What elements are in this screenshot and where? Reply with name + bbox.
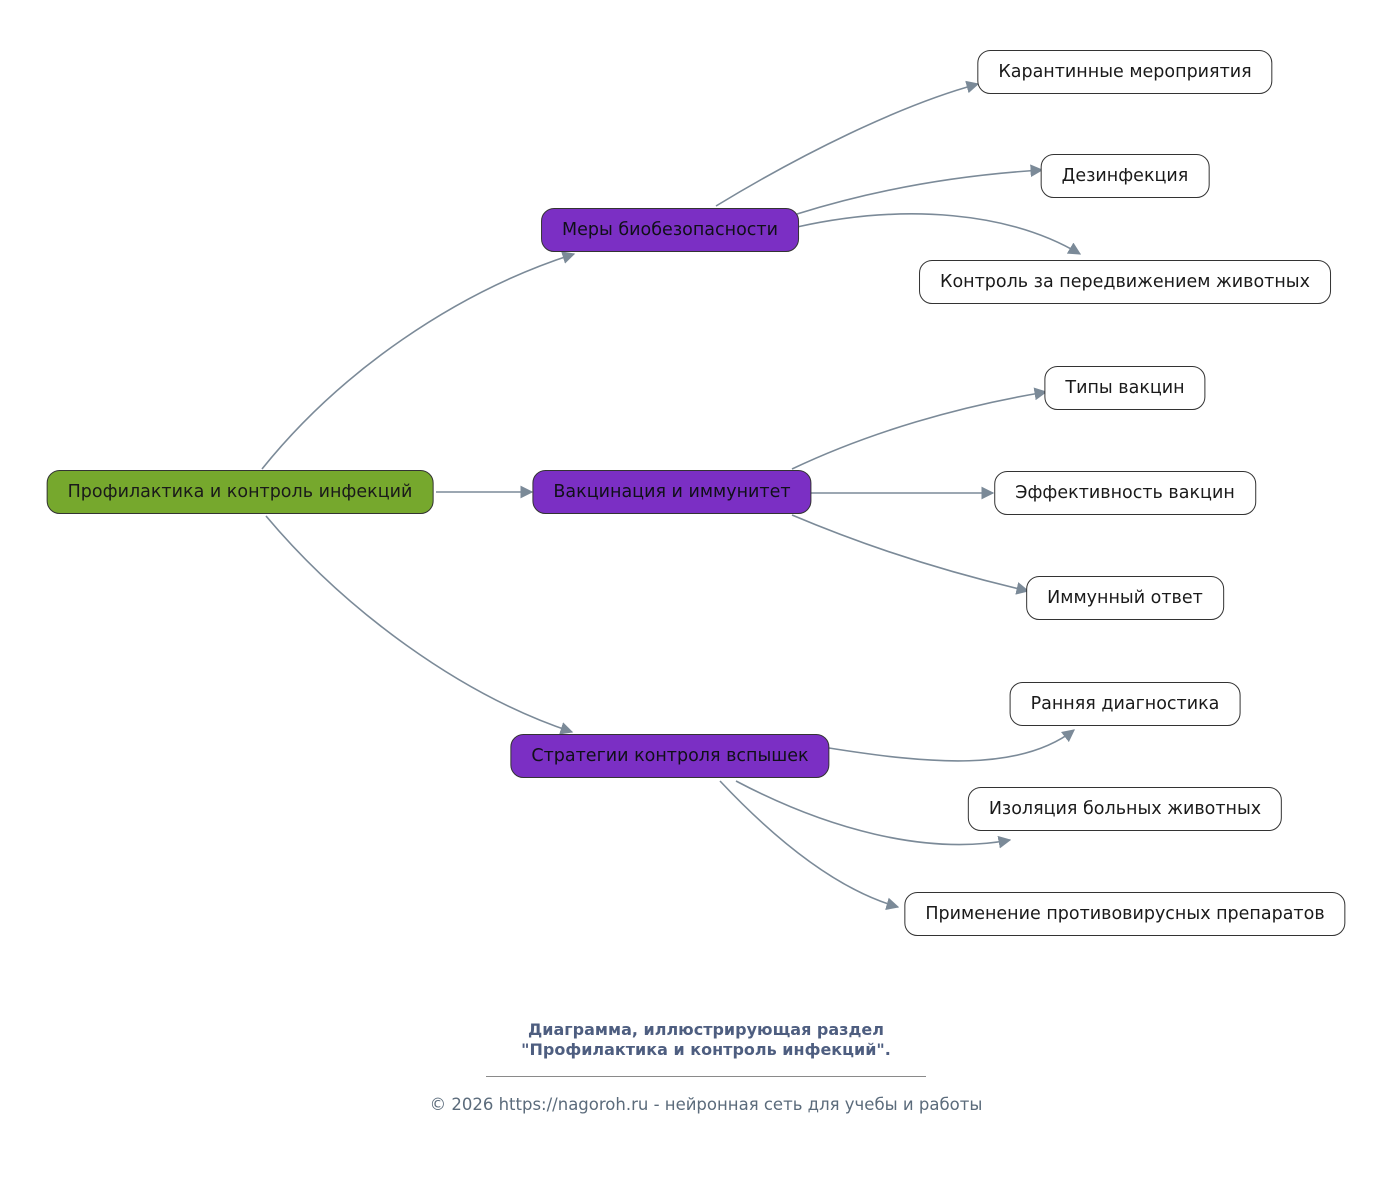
branch-node-biosecurity: Меры биобезопасности [541, 208, 799, 252]
edge-biosecurity-quarantine [715, 80, 980, 207]
leaf-node-animal-movement-control: Контроль за передвижением животных [919, 260, 1331, 304]
leaf-node-isolation-sick-animals: Изоляция больных животных [967, 787, 1283, 831]
edge-root-biosecurity [261, 251, 576, 470]
leaf-node-vaccine-effectiveness: Эффективность вакцин [994, 471, 1256, 515]
edge-vaccination-vaccine-types [791, 387, 1048, 470]
caption-line-2: "Профилактика и контроль инфекций". [521, 1040, 891, 1059]
caption-line-1: Диаграмма, иллюстрирующая раздел [528, 1020, 884, 1039]
leaf-node-disinfection: Дезинфекция [1040, 154, 1210, 198]
branch-node-outbreak-control: Стратегии контроля вспышек [510, 734, 830, 778]
edge-biosecurity-movement-control [796, 213, 1082, 255]
edge-root-outbreak [265, 515, 574, 735]
edge-vaccination-immune-response [791, 514, 1030, 595]
edge-outbreak-antivirals [719, 780, 900, 911]
leaf-node-early-diagnosis: Ранняя диагностика [1009, 682, 1241, 726]
leaf-node-quarantine: Карантинные мероприятия [977, 50, 1273, 94]
edge-outbreak-isolation [735, 780, 1012, 849]
footer: Диаграмма, иллюстрирующая раздел "Профил… [356, 1020, 1056, 1114]
diagram-caption: Диаграмма, иллюстрирующая раздел "Профил… [356, 1020, 1056, 1060]
leaf-node-immune-response: Иммунный ответ [1026, 576, 1224, 620]
leaf-node-antiviral-drugs: Применение противовирусных препаратов [904, 892, 1346, 936]
leaf-node-vaccine-types: Типы вакцин [1044, 366, 1206, 410]
edge-biosecurity-disinfection [796, 164, 1044, 215]
root-node-infection-prevention: Профилактика и контроль инфекций [46, 470, 434, 514]
edge-outbreak-early-diagnosis [828, 729, 1076, 762]
footer-divider [486, 1076, 926, 1077]
branch-node-vaccination: Вакцинация и иммунитет [532, 470, 812, 514]
copyright-text: © 2026 https://nagoroh.ru - нейронная се… [429, 1095, 983, 1114]
